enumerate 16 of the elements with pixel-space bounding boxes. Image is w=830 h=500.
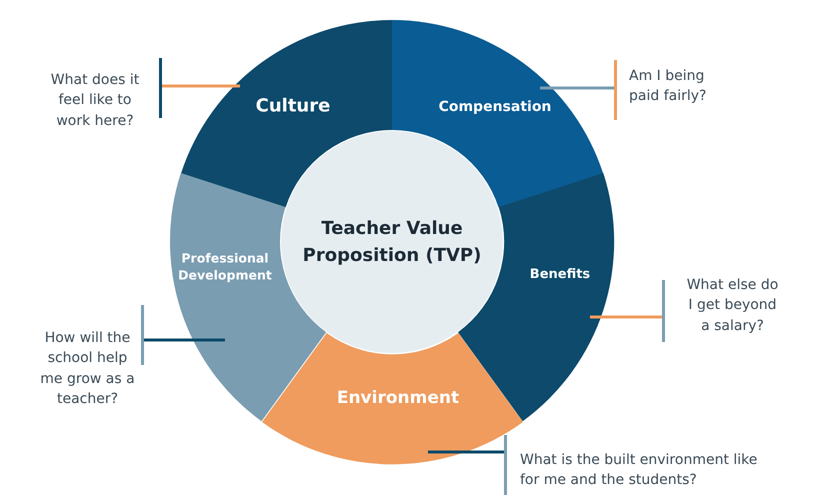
- leader-line: [144, 338, 225, 342]
- leader-line: [162, 84, 240, 88]
- question-text: What does it feel like to work here?: [50, 71, 140, 131]
- question-text: What else do I get beyond a salary?: [686, 276, 780, 336]
- question-text: Am I being paid fairly?: [629, 67, 708, 106]
- segment-label: Culture: [254, 94, 332, 118]
- leader-line: [590, 316, 662, 318]
- question-text: How will the school help me grow as a teacher?: [40, 329, 135, 409]
- question-text: What is the built environment like for me and the students?: [520, 451, 758, 490]
- center-title: Teacher Value Proposition (TVP): [302, 217, 482, 268]
- segment-label: Compensation: [438, 98, 552, 118]
- segment-label: Environment: [336, 387, 460, 410]
- leader-line: [428, 450, 504, 454]
- segment-label: Benefits: [528, 266, 592, 284]
- segment-label: Professional Development: [177, 249, 273, 284]
- leader-line: [540, 86, 614, 90]
